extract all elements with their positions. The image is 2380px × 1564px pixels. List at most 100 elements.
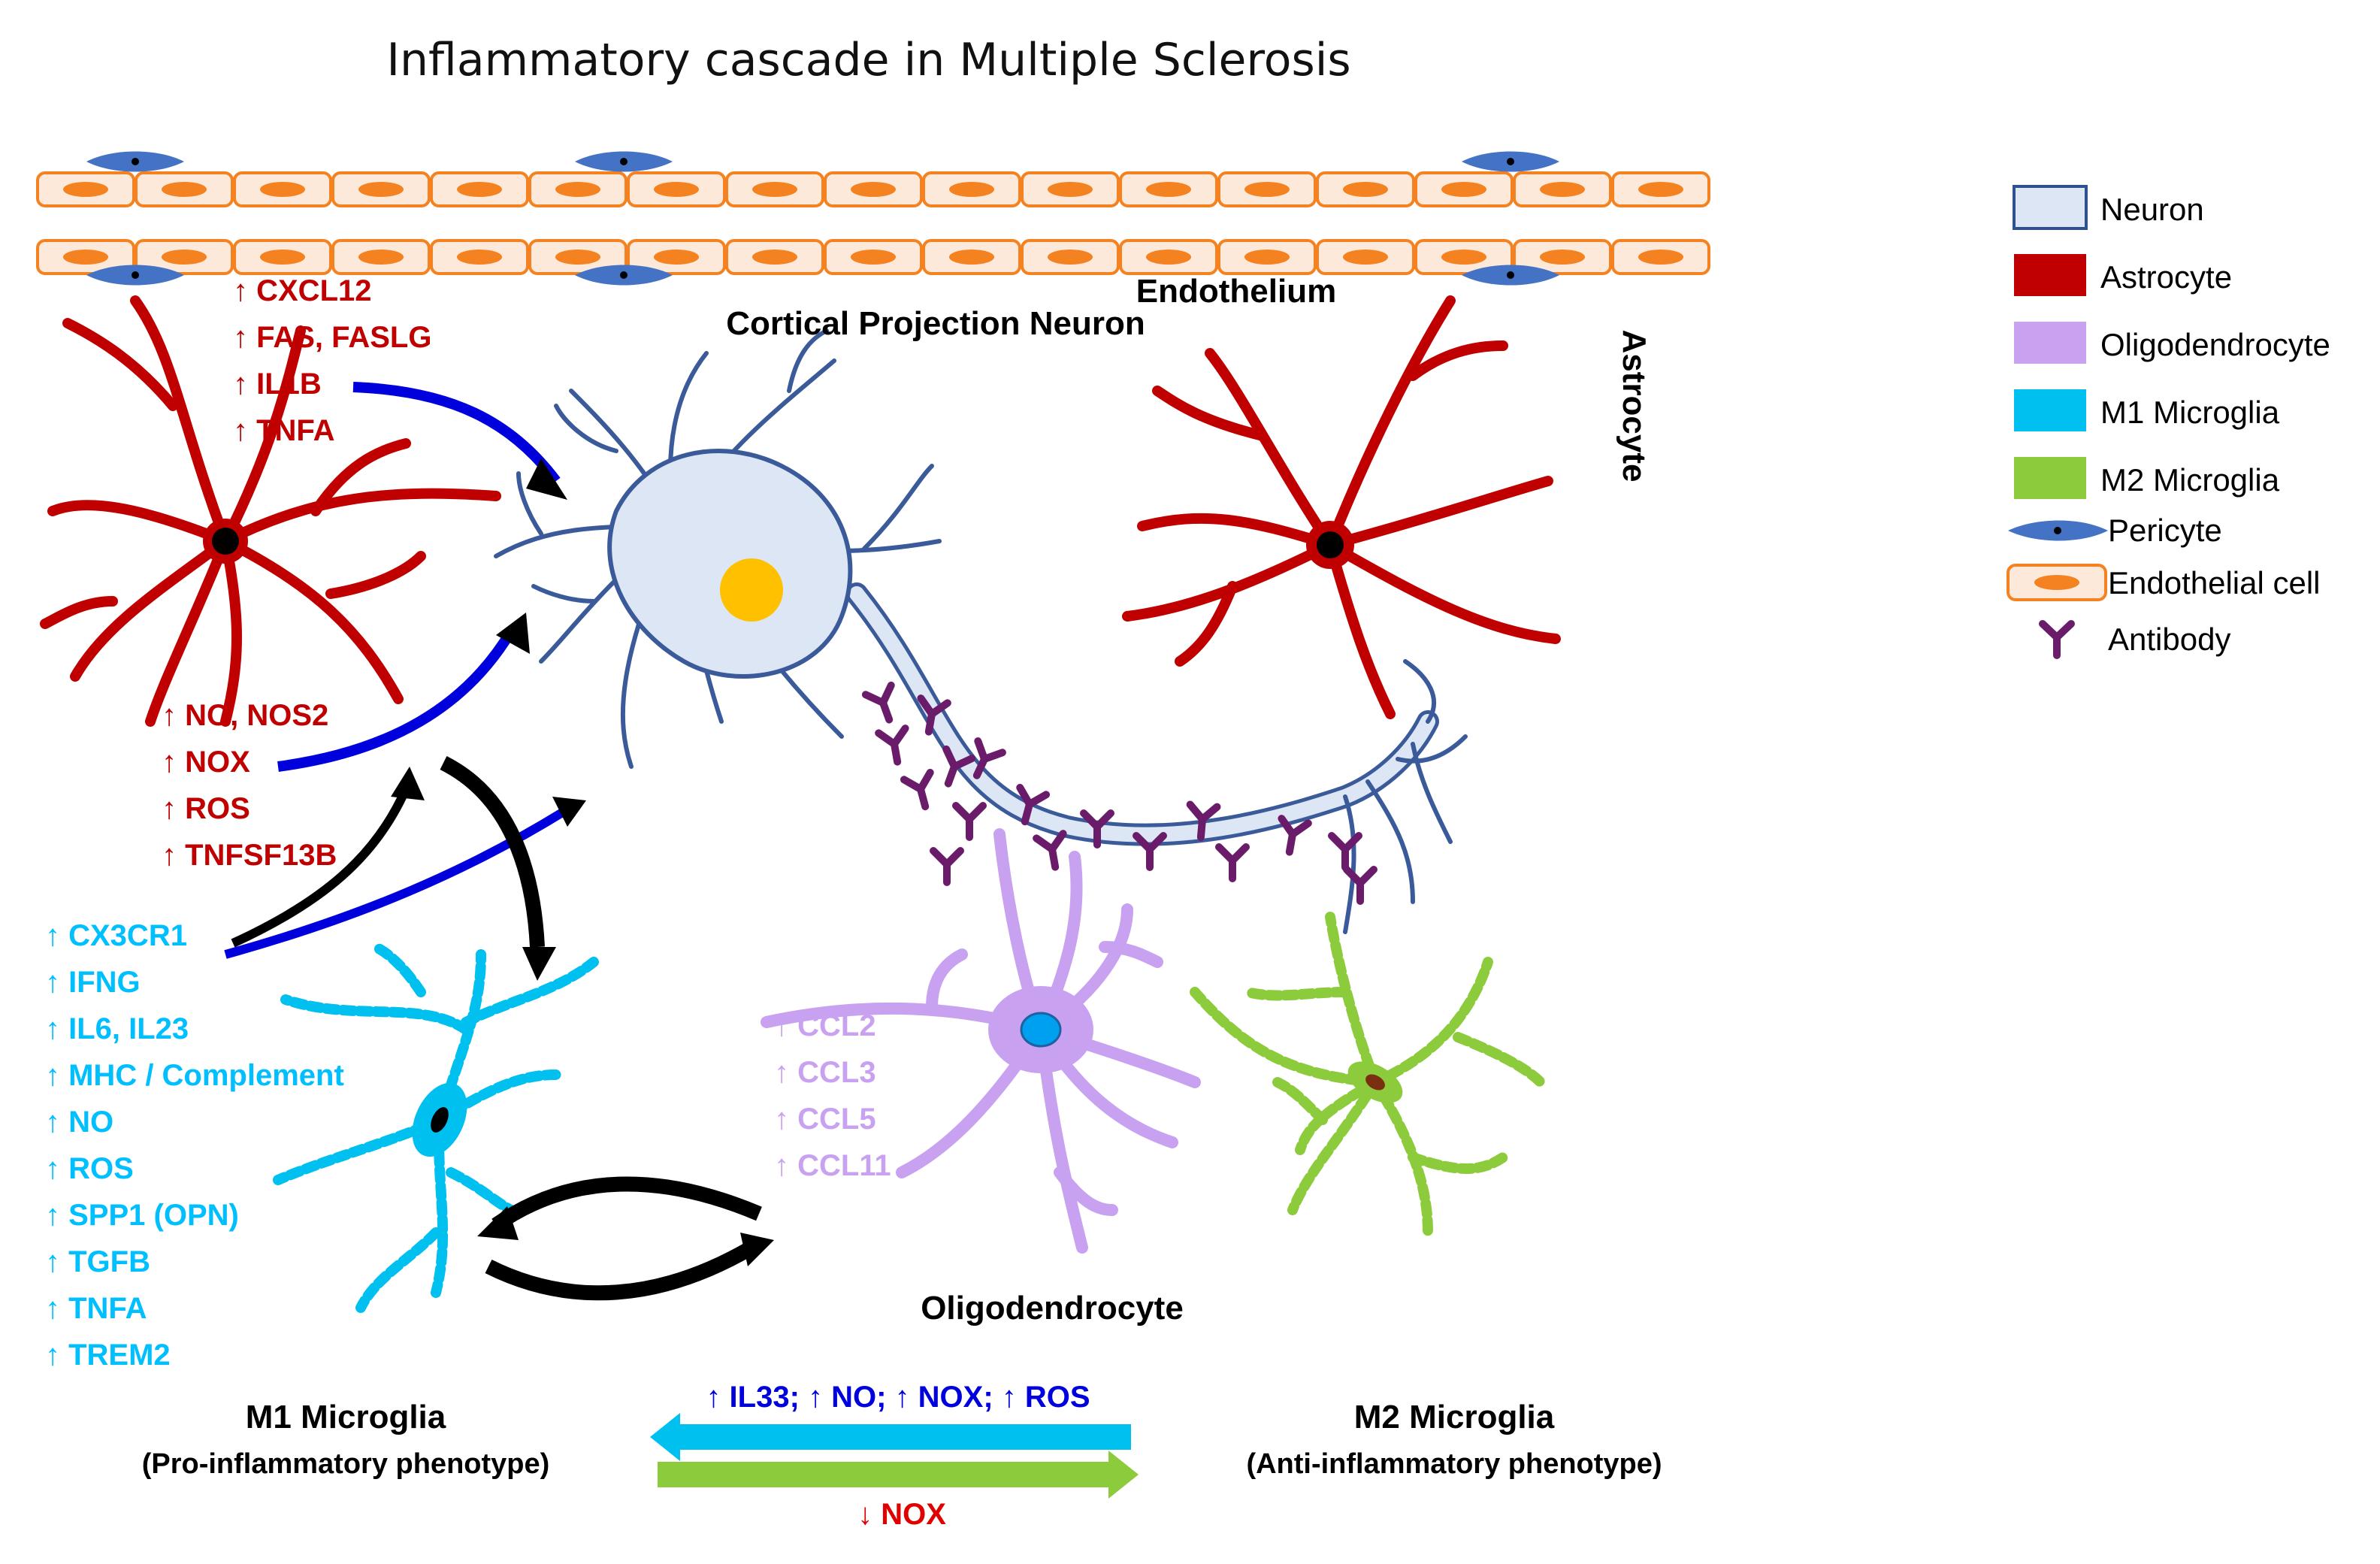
legend-label-pericyte: Pericyte: [2108, 513, 2222, 548]
antibody-icon: [1215, 843, 1250, 882]
m1-microglia-title: M1 Microglia: [246, 1399, 446, 1435]
legend-label-m1: M1 Microglia: [2100, 395, 2280, 430]
m1-marker: ↑ CX3CR1: [45, 919, 187, 952]
m1-marker: ↑ TREM2: [45, 1339, 171, 1372]
endothelial-cell: [233, 171, 332, 207]
endothelial-cell: [528, 239, 628, 275]
pericyte: [86, 265, 184, 286]
astrocyte-label: Astrocyte: [1616, 330, 1653, 483]
m2-microglia-swatch: [2014, 457, 2086, 499]
endothelial-cell: [725, 239, 824, 275]
endothelial-cell: [1119, 171, 1218, 207]
endothelium-layer: [36, 151, 1710, 286]
endothelial-cell: [1021, 239, 1120, 275]
oligodendrocyte-marker: ↑ CCL3: [774, 1056, 876, 1089]
endothelial-cell: [627, 171, 726, 207]
m1-microglia-cell: [273, 942, 599, 1313]
m2-microglia-subtitle: (Anti-inflammatory phenotype): [1246, 1448, 1662, 1480]
oligodendrocyte-label: Oligodendrocyte: [921, 1290, 1184, 1327]
m1-marker-list: ↑ CX3CR1 ↑ IFNG ↑ IL6, IL23 ↑ MHC / Complem…: [45, 919, 344, 1372]
antibody-icon: [1343, 866, 1377, 905]
m1-microglia-subtitle: (Pro-inflammatory phenotype): [142, 1448, 550, 1480]
endothelial-cell: [430, 239, 529, 275]
m1-marker: ↑ MHC / Complement: [45, 1059, 344, 1092]
astrocyte-marker: ↑ TNFA: [233, 414, 335, 447]
antibody-icon: [1080, 809, 1114, 849]
endothelial-cell: [1217, 171, 1317, 207]
legend: Neuron Astrocyte Oligodendrocyte M1 Micr…: [2007, 185, 2330, 659]
pericyte: [1462, 265, 1559, 286]
antibody-icon: [900, 768, 934, 811]
antibody-icon: [930, 847, 964, 886]
pericyte: [1462, 151, 1559, 172]
to-m2-arrow: [658, 1451, 1139, 1499]
endothelial-cell: [1414, 171, 1514, 207]
endothelial-cell: [331, 239, 431, 275]
endothelial-cell: [824, 239, 923, 275]
antibody-icon: [1016, 783, 1051, 826]
pericyte-icon: [2008, 520, 2108, 541]
pericyte: [86, 151, 184, 172]
antibody-icon: [1328, 832, 1362, 871]
astrocyte-marker: ↑ FAS, FASLG: [233, 321, 431, 354]
to-m2-signals: ↓ NOX: [857, 1498, 946, 1531]
endothelial-cell: [922, 171, 1021, 207]
endothelium-label: Endothelium: [1136, 273, 1336, 310]
astrocyte-marker: ↑ CXCL12: [233, 274, 372, 307]
antibody-icon: [917, 694, 951, 736]
antibody-icon: [875, 725, 909, 766]
m1-marker: ↑ IFNG: [45, 966, 141, 999]
endothelial-cell: [1316, 239, 1415, 275]
endothelial-cell: [331, 171, 431, 207]
astrocyte-marker: ↑ TNFSF13B: [162, 839, 337, 872]
legend-label-antibody: Antibody: [2108, 622, 2230, 657]
m1-marker: ↑ TGFB: [45, 1245, 150, 1278]
antibody-icon: [942, 745, 976, 788]
astrocyte-marker: ↑ NO, NOS2: [162, 699, 328, 732]
diagram-title: Inflammatory cascade in Multiple Scleros…: [386, 34, 1350, 86]
m2-microglia-cell: [1190, 912, 1546, 1238]
endothelial-cell: [36, 239, 135, 275]
legend-label-endothelial: Endothelial cell: [2108, 565, 2321, 600]
endothelial-cell: [233, 239, 332, 275]
antibody-icon: [2039, 620, 2075, 659]
endothelial-cell: [528, 171, 628, 207]
oligodendrocyte-marker: ↑ CCL5: [774, 1103, 876, 1136]
legend-label-m2: M2 Microglia: [2100, 462, 2280, 498]
legend-label-neuron: Neuron: [2100, 192, 2204, 227]
signaling-arrows: [224, 382, 774, 1301]
endothelial-cell: [36, 171, 135, 207]
antibody-icon: [972, 737, 1006, 779]
right-astrocyte: [1122, 295, 1561, 719]
endothelial-cell: [135, 239, 234, 275]
m1-marker: ↑ ROS: [45, 1152, 134, 1185]
astrocyte-swatch: [2014, 254, 2086, 296]
m1-marker: ↑ NO: [45, 1106, 113, 1139]
neuron-swatch: [2013, 185, 2088, 230]
m1-marker: ↑ TNFA: [45, 1292, 147, 1325]
endothelial-cell: [1513, 239, 1612, 275]
endothelial-cell: [135, 171, 234, 207]
endothelial-cell: [1021, 171, 1120, 207]
pericyte: [575, 151, 673, 172]
m1-marker: ↑ SPP1 (OPN): [45, 1199, 239, 1232]
cortical-projection-neuron: [494, 328, 1468, 934]
m2-microglia-title: M2 Microglia: [1354, 1399, 1555, 1435]
endothelial-cell: [1316, 171, 1415, 207]
to-m1-signals: ↑ IL33; ↑ NO; ↑ NOX; ↑ ROS: [706, 1381, 1090, 1414]
endothelial-cell: [922, 239, 1021, 275]
endothelial-cell: [430, 171, 529, 207]
endothelial-cell: [1513, 171, 1612, 207]
antibody-cluster: [861, 681, 1377, 905]
antibody-icon: [1278, 815, 1312, 856]
astrocyte-marker: ↑ NOX: [162, 746, 250, 779]
m1-marker: ↑ IL6, IL23: [45, 1012, 189, 1045]
endothelial-cell: [824, 171, 923, 207]
endothelial-cell: [1119, 239, 1218, 275]
astrocyte-marker: ↑ IL1B: [233, 368, 322, 401]
m1-microglia-swatch: [2014, 389, 2086, 431]
endothelial-cell: [1611, 171, 1710, 207]
astrocyte-lower-markers: ↑ NO, NOS2↑ NOX↑ ROS↑ TNFSF13B: [162, 699, 337, 872]
oligodendrocyte-marker: ↑ CCL2: [774, 1009, 876, 1042]
